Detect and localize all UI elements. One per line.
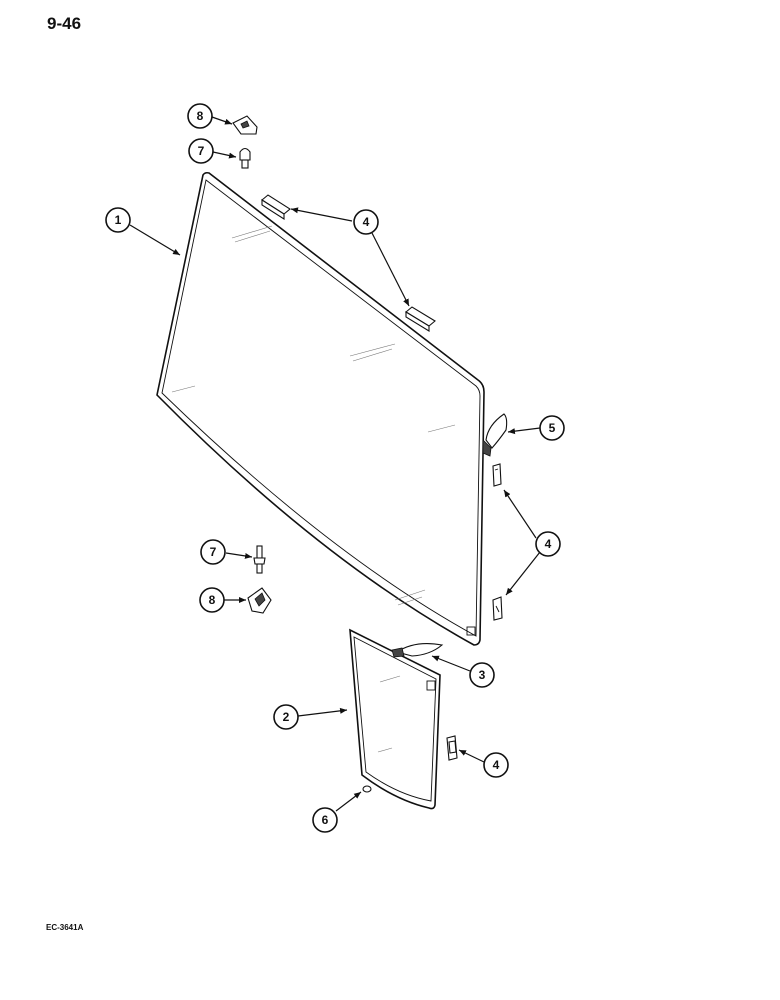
svg-text:8: 8 [197, 109, 204, 123]
glass-glare-marks [171, 225, 456, 606]
leader-lines [129, 116, 541, 812]
hinge-part-5 [482, 413, 508, 457]
svg-text:6: 6 [322, 813, 329, 827]
svg-text:4: 4 [363, 215, 370, 229]
spacer-block-right-2 [492, 596, 503, 621]
callout-2: 2 [273, 704, 299, 730]
svg-text:3: 3 [479, 668, 486, 682]
grommet-part-6 [362, 785, 372, 793]
svg-text:7: 7 [198, 144, 205, 158]
stud-part-7-top [239, 147, 251, 169]
callout-4-top: 4 [353, 209, 379, 235]
svg-text:7: 7 [210, 545, 217, 559]
svg-text:1: 1 [115, 213, 122, 227]
callout-4-bottom: 4 [483, 752, 509, 778]
callout-1: 1 [105, 207, 131, 233]
callout-3: 3 [469, 662, 495, 688]
spacer-block-bottom [446, 735, 458, 761]
svg-text:4: 4 [545, 537, 552, 551]
large-glass-panel [156, 171, 485, 646]
spacer-block-right-1 [492, 463, 502, 487]
clip-part-8-mid [247, 587, 272, 614]
figure-code: EC-3641A [46, 923, 84, 932]
svg-text:4: 4 [493, 758, 500, 772]
hinge-part-3 [391, 643, 444, 658]
callout-8-mid: 8 [199, 587, 225, 613]
spacer-block-top-1 [261, 194, 291, 221]
callout-5: 5 [539, 415, 565, 441]
callout-7-mid: 7 [200, 539, 226, 565]
spacer-block-top-2 [405, 306, 436, 332]
callout-7-top: 7 [188, 138, 214, 164]
stud-part-7-mid [253, 545, 266, 574]
callout-4-right: 4 [535, 531, 561, 557]
clip-part-8-top [232, 115, 258, 135]
svg-text:8: 8 [209, 593, 216, 607]
page-number: 9-46 [47, 14, 82, 33]
callout-6: 6 [312, 807, 338, 833]
svg-text:2: 2 [283, 710, 290, 724]
callout-8-top: 8 [187, 103, 213, 129]
small-glass-panel [349, 628, 441, 810]
svg-text:5: 5 [549, 421, 556, 435]
